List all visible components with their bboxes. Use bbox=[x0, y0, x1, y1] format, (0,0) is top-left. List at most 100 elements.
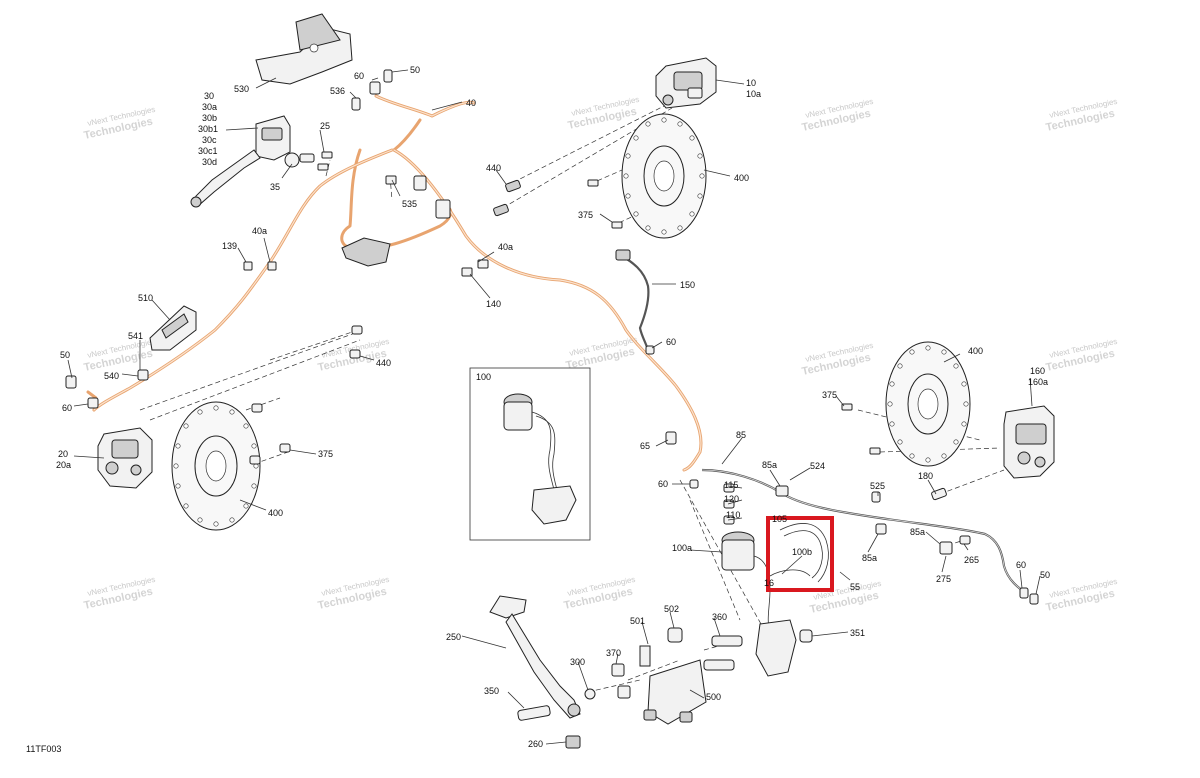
brake-caliper-top bbox=[655, 57, 717, 109]
callout-530: 530 bbox=[234, 84, 249, 94]
brake-disc-right bbox=[885, 341, 971, 467]
callout-50: 50 bbox=[1040, 570, 1050, 580]
callout-265: 265 bbox=[964, 555, 979, 565]
callout-275: 275 bbox=[936, 574, 951, 584]
brake-caliper-left bbox=[97, 427, 153, 489]
callout-100b: 100b bbox=[792, 547, 812, 557]
brake-hose-lines bbox=[86, 94, 703, 472]
callout-30c1: 30c1 bbox=[198, 146, 218, 156]
callout-375: 375 bbox=[822, 390, 837, 400]
callout-85a: 85a bbox=[762, 460, 777, 470]
callout-40: 40 bbox=[466, 98, 476, 108]
front-master-cylinder-lever bbox=[190, 115, 315, 208]
diagram-code-label: 11TF003 bbox=[26, 744, 61, 754]
callout-440: 440 bbox=[376, 358, 391, 368]
callout-115: 115 bbox=[724, 480, 738, 490]
callout-400: 400 bbox=[968, 346, 983, 356]
callout-10: 10 bbox=[746, 78, 756, 88]
callout-510: 510 bbox=[138, 293, 153, 303]
callout-400: 400 bbox=[734, 173, 749, 183]
callout-65: 65 bbox=[640, 441, 650, 451]
callout-60: 60 bbox=[62, 403, 72, 413]
callout-10a: 10a bbox=[746, 89, 761, 99]
fastener-icons bbox=[65, 69, 1039, 643]
callout-502: 502 bbox=[664, 604, 679, 614]
callout-375: 375 bbox=[578, 210, 593, 220]
callout-536: 536 bbox=[330, 86, 345, 96]
callout-100a: 100a bbox=[672, 543, 692, 553]
abs-sensor-wire bbox=[615, 249, 650, 353]
callout-260: 260 bbox=[528, 739, 543, 749]
brake-caliper-right bbox=[1003, 405, 1055, 479]
rear-master-cylinder-inset bbox=[503, 393, 577, 525]
callout-20a: 20a bbox=[56, 460, 71, 470]
callout-30b: 30b bbox=[202, 113, 217, 123]
callout-139: 139 bbox=[222, 241, 237, 251]
callout-540: 540 bbox=[104, 371, 119, 381]
callout-140: 140 bbox=[486, 299, 501, 309]
brake-line-85 bbox=[701, 468, 1029, 595]
callout-25: 25 bbox=[320, 121, 330, 131]
callout-500: 500 bbox=[706, 692, 721, 702]
brake-disc-top bbox=[621, 113, 707, 239]
hose-clamp-assembly bbox=[341, 175, 451, 267]
callout-250: 250 bbox=[446, 632, 461, 642]
callout-110: 110 bbox=[726, 510, 740, 520]
inset-box-100 bbox=[469, 367, 591, 541]
callout-180: 180 bbox=[918, 471, 933, 481]
callout-541: 541 bbox=[128, 331, 143, 341]
callout-40a: 40a bbox=[252, 226, 267, 236]
callout-labels: 530 60 50 536 40 30 30a 30b 30b1 30c 30c… bbox=[56, 65, 1050, 749]
callout-16: 16 bbox=[764, 578, 774, 588]
highlight-box-100b bbox=[766, 516, 834, 592]
callout-60: 60 bbox=[658, 479, 668, 489]
callout-501: 501 bbox=[630, 616, 645, 626]
callout-30d: 30d bbox=[202, 157, 217, 167]
callout-50: 50 bbox=[410, 65, 420, 75]
connector-icon bbox=[615, 249, 631, 261]
callout-350: 350 bbox=[484, 686, 499, 696]
callout-370: 370 bbox=[606, 648, 621, 658]
callout-60: 60 bbox=[666, 337, 676, 347]
callout-30a: 30a bbox=[202, 102, 217, 112]
callout-150: 150 bbox=[680, 280, 695, 290]
brake-disc-left bbox=[171, 401, 261, 531]
bracket-530 bbox=[255, 13, 353, 85]
callout-400: 400 bbox=[268, 508, 283, 518]
callout-85a: 85a bbox=[910, 527, 925, 537]
callout-160a: 160a bbox=[1028, 377, 1048, 387]
callout-50: 50 bbox=[60, 350, 70, 360]
callout-351: 351 bbox=[850, 628, 865, 638]
callout-105: 105 bbox=[772, 514, 787, 524]
callout-440: 440 bbox=[486, 163, 501, 173]
callout-535: 535 bbox=[402, 199, 417, 209]
callout-524: 524 bbox=[810, 461, 825, 471]
callout-60: 60 bbox=[1016, 560, 1026, 570]
pedal-bracket-500 bbox=[565, 627, 743, 749]
callout-300: 300 bbox=[570, 657, 585, 667]
callout-360: 360 bbox=[712, 612, 727, 622]
callout-leader-lines bbox=[67, 69, 1041, 745]
callout-30c: 30c bbox=[202, 135, 217, 145]
brake-pedal-250 bbox=[489, 595, 581, 719]
callout-20: 20 bbox=[58, 449, 68, 459]
callout-525: 525 bbox=[870, 481, 885, 491]
callout-55: 55 bbox=[850, 582, 860, 592]
callout-40a: 40a bbox=[498, 242, 513, 252]
callout-85a: 85a bbox=[862, 553, 877, 563]
callout-30: 30 bbox=[204, 91, 214, 101]
callout-35: 35 bbox=[270, 182, 280, 192]
callout-60: 60 bbox=[354, 71, 364, 81]
callout-85: 85 bbox=[736, 430, 746, 440]
pedal-pivot-bolt-350 bbox=[517, 705, 551, 721]
callout-375: 375 bbox=[318, 449, 333, 459]
callout-30b1: 30b1 bbox=[198, 124, 218, 134]
callout-120: 120 bbox=[724, 494, 739, 504]
callout-100: 100 bbox=[476, 372, 491, 382]
bracket-510 bbox=[149, 305, 197, 351]
callout-160: 160 bbox=[1030, 366, 1045, 376]
reservoir-hose-100b bbox=[769, 523, 829, 583]
rear-master-cylinder-100a bbox=[721, 531, 797, 677]
